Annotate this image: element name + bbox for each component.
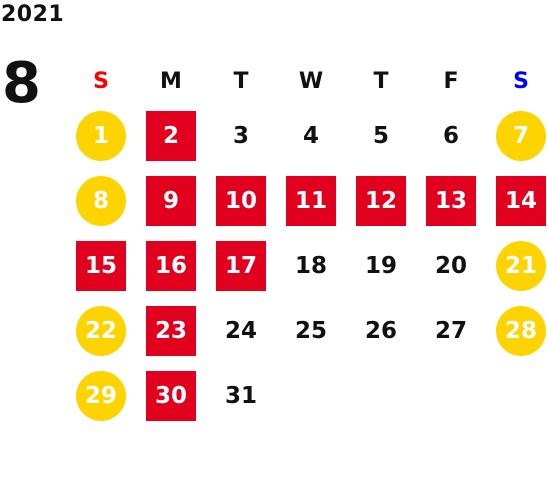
day-cell: 23 xyxy=(136,298,206,363)
day-cell: 1 xyxy=(66,103,136,168)
day-cell: 9 xyxy=(136,168,206,233)
day-closed: 14 xyxy=(496,175,546,226)
day-cell: 6 xyxy=(416,103,486,168)
day-cell: 27 xyxy=(416,298,486,363)
day-normal: 24 xyxy=(224,317,257,344)
day-closed: 9 xyxy=(146,175,196,226)
day-cell: 17 xyxy=(206,233,276,298)
day-closed: 16 xyxy=(146,240,196,291)
day-holiday: 22 xyxy=(76,305,126,356)
weekday-header: T xyxy=(233,68,249,94)
weekday-header: T xyxy=(373,68,389,94)
day-holiday: 7 xyxy=(496,110,546,161)
weekday-header: W xyxy=(298,68,324,94)
day-cell: 8 xyxy=(66,168,136,233)
day-normal: 27 xyxy=(434,317,467,344)
day-holiday: 29 xyxy=(76,370,126,421)
day-holiday: 1 xyxy=(76,110,126,161)
day-closed: 11 xyxy=(286,175,336,226)
day-cell: 2 xyxy=(136,103,206,168)
day-normal: 4 xyxy=(302,122,319,149)
day-cell: 13 xyxy=(416,168,486,233)
day-cell: 20 xyxy=(416,233,486,298)
day-normal: 18 xyxy=(294,252,327,279)
weekday-header: M xyxy=(160,68,182,94)
calendar-month: 8 xyxy=(2,51,41,116)
day-cell: 18 xyxy=(276,233,346,298)
day-cell: 5 xyxy=(346,103,416,168)
day-cell: 12 xyxy=(346,168,416,233)
calendar-year: 2021 xyxy=(1,2,65,27)
day-closed: 13 xyxy=(426,175,476,226)
day-cell: 3 xyxy=(206,103,276,168)
day-cell: 19 xyxy=(346,233,416,298)
day-cell: 25 xyxy=(276,298,346,363)
day-cell: 30 xyxy=(136,363,206,428)
day-closed: 30 xyxy=(146,370,196,421)
day-cell: 14 xyxy=(486,168,548,233)
day-cell: 21 xyxy=(486,233,548,298)
day-cell: 11 xyxy=(276,168,346,233)
day-closed: 23 xyxy=(146,305,196,356)
day-normal: 3 xyxy=(232,122,249,149)
day-closed: 10 xyxy=(216,175,266,226)
day-cell: 16 xyxy=(136,233,206,298)
day-cell: 24 xyxy=(206,298,276,363)
weekday-header: F xyxy=(443,68,459,94)
day-cell: 22 xyxy=(66,298,136,363)
day-normal: 19 xyxy=(364,252,397,279)
day-cell: 26 xyxy=(346,298,416,363)
day-holiday: 21 xyxy=(496,240,546,291)
weekday-header: S xyxy=(513,68,529,94)
weekday-header: S xyxy=(93,68,109,94)
day-normal: 25 xyxy=(294,317,327,344)
day-normal: 26 xyxy=(364,317,397,344)
day-cell: 7 xyxy=(486,103,548,168)
day-cell: 15 xyxy=(66,233,136,298)
day-cell: 28 xyxy=(486,298,548,363)
day-closed: 15 xyxy=(76,240,126,291)
day-holiday: 28 xyxy=(496,305,546,356)
day-holiday: 8 xyxy=(76,175,126,226)
day-closed: 17 xyxy=(216,240,266,291)
day-cell: 31 xyxy=(206,363,276,428)
day-cell: 29 xyxy=(66,363,136,428)
day-closed: 2 xyxy=(146,110,196,161)
day-normal: 31 xyxy=(224,382,257,409)
day-closed: 12 xyxy=(356,175,406,226)
day-cell: 4 xyxy=(276,103,346,168)
day-normal: 6 xyxy=(442,122,459,149)
day-normal: 20 xyxy=(434,252,467,279)
day-cell: 10 xyxy=(206,168,276,233)
day-normal: 5 xyxy=(372,122,389,149)
